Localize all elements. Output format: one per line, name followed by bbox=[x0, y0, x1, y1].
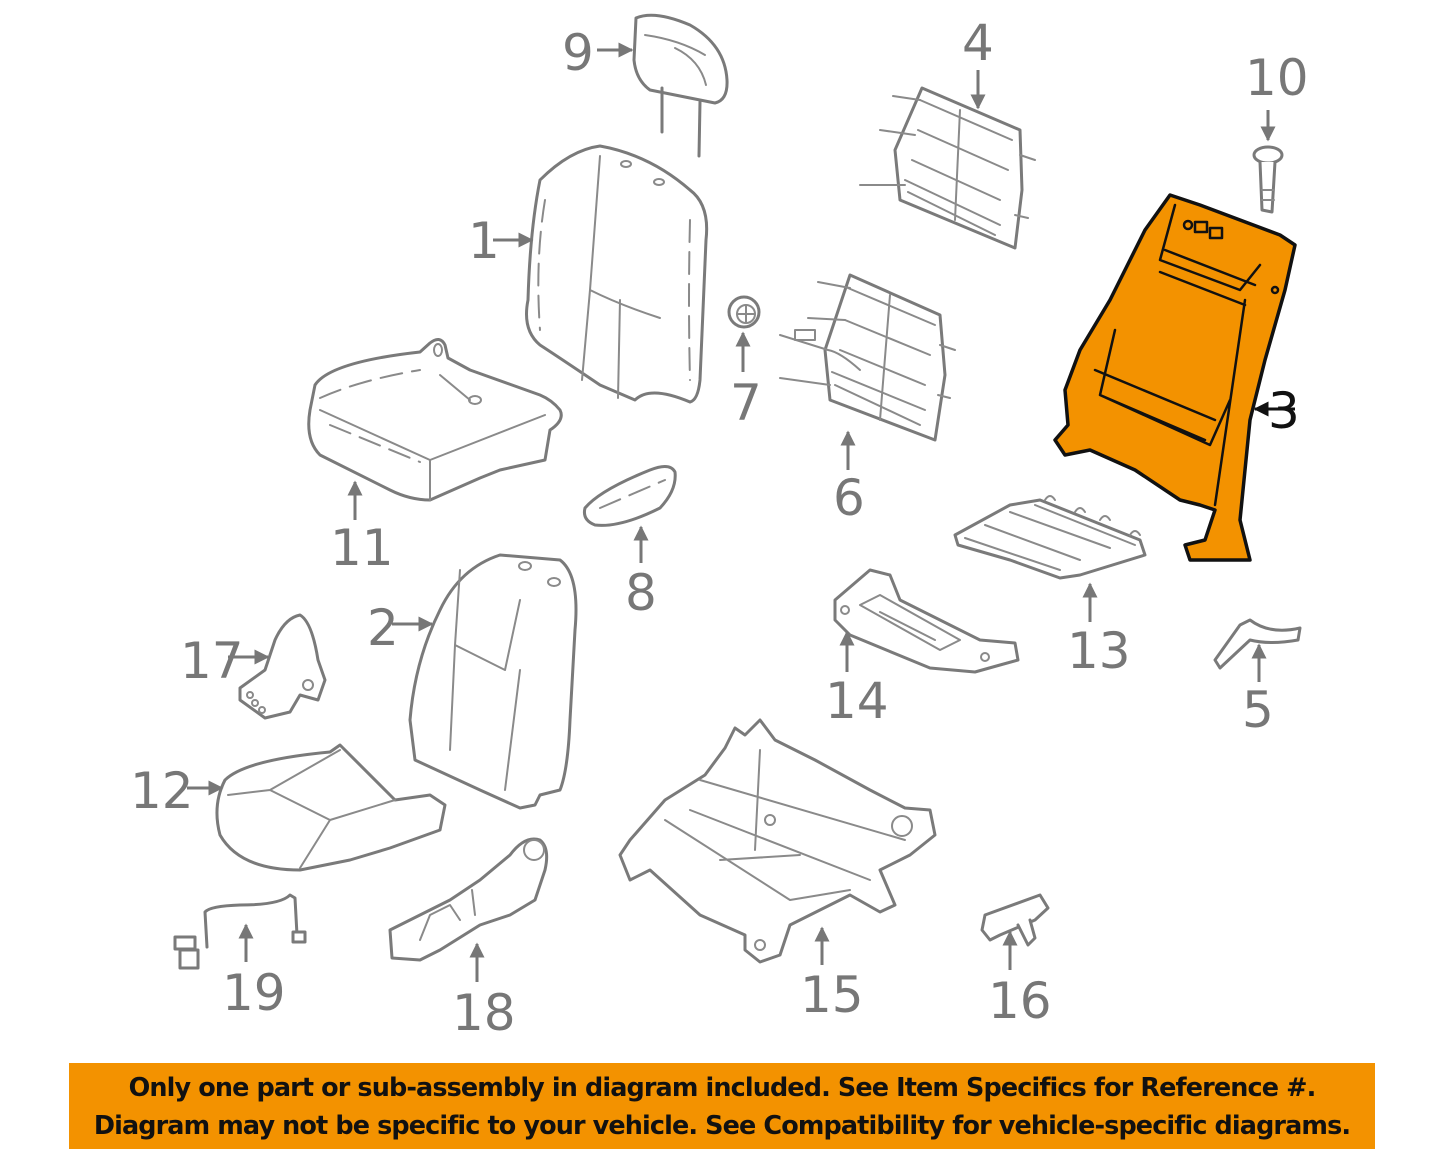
callout-1: 1 bbox=[468, 212, 534, 270]
callout-11-label: 11 bbox=[330, 519, 394, 577]
part-15-seat-track bbox=[618, 718, 937, 964]
callout-18: 18 bbox=[452, 942, 516, 1042]
part-18-side-shield bbox=[388, 837, 549, 962]
callout-12-label: 12 bbox=[130, 762, 194, 820]
seat-parts-diagram: 9 1 11 7 4 bbox=[130, 13, 1309, 1042]
callout-15: 15 bbox=[800, 926, 864, 1024]
callout-3-label: 3 bbox=[1268, 382, 1300, 440]
part-11-seat-cushion bbox=[307, 338, 563, 502]
part-10-headrest-guide bbox=[1252, 145, 1284, 214]
callout-4: 4 bbox=[962, 14, 994, 110]
callout-13-label: 13 bbox=[1067, 622, 1131, 680]
callout-12: 12 bbox=[130, 762, 224, 820]
callout-6-label: 6 bbox=[833, 469, 865, 527]
callout-2-label: 2 bbox=[367, 599, 399, 657]
callout-13: 13 bbox=[1067, 582, 1131, 680]
callout-19-label: 19 bbox=[222, 964, 286, 1022]
part-1-seatback-cover bbox=[525, 144, 709, 404]
callout-2: 2 bbox=[367, 599, 434, 657]
part-2-seatback-trim bbox=[408, 553, 578, 810]
callout-14: 14 bbox=[825, 630, 889, 730]
callout-3: 3 bbox=[1253, 382, 1300, 440]
part-17-recliner-cover bbox=[238, 613, 327, 720]
part-8-trim-cover bbox=[583, 465, 677, 527]
disclaimer-line-2: Diagram may not be specific to your vehi… bbox=[93, 1111, 1351, 1141]
callout-5-label: 5 bbox=[1242, 681, 1274, 739]
part-16-handle bbox=[980, 893, 1050, 947]
part-4-lumbar-panel bbox=[859, 86, 1036, 250]
callout-11: 11 bbox=[330, 480, 394, 577]
callout-6: 6 bbox=[833, 430, 865, 527]
callout-7: 7 bbox=[730, 331, 762, 432]
callout-5: 5 bbox=[1242, 643, 1274, 739]
callout-19: 19 bbox=[222, 923, 286, 1022]
part-5-trim-piece bbox=[1213, 618, 1302, 670]
callout-10-label: 10 bbox=[1245, 49, 1309, 107]
callout-9-label: 9 bbox=[562, 24, 594, 82]
callout-17-label: 17 bbox=[180, 632, 244, 690]
callout-4-label: 4 bbox=[962, 14, 994, 72]
disclaimer-line-1: Only one part or sub-assembly in diagram… bbox=[128, 1073, 1317, 1103]
callout-15-label: 15 bbox=[800, 966, 864, 1024]
part-7-knob bbox=[727, 295, 761, 329]
callout-16-label: 16 bbox=[988, 972, 1052, 1030]
part-3-seatback-frame-highlighted bbox=[1053, 193, 1297, 562]
disclaimer-banner: Only one part or sub-assembly in diagram… bbox=[69, 1063, 1375, 1149]
callout-18-label: 18 bbox=[452, 984, 516, 1042]
callout-8: 8 bbox=[625, 525, 657, 622]
part-9-headrest bbox=[632, 13, 729, 158]
part-12-cushion-pad bbox=[215, 743, 447, 872]
callout-7-label: 7 bbox=[730, 374, 762, 432]
part-14-bracket bbox=[833, 568, 1020, 674]
callout-9: 9 bbox=[562, 24, 634, 82]
callout-10: 10 bbox=[1245, 49, 1309, 142]
part-19-wiring-harness bbox=[173, 893, 307, 970]
callout-16: 16 bbox=[988, 930, 1052, 1030]
callout-17: 17 bbox=[180, 632, 270, 690]
part-6-lumbar-assembly bbox=[779, 273, 956, 442]
callout-14-label: 14 bbox=[825, 672, 889, 730]
part-13-spring-mat bbox=[953, 495, 1147, 580]
callout-8-label: 8 bbox=[625, 564, 657, 622]
